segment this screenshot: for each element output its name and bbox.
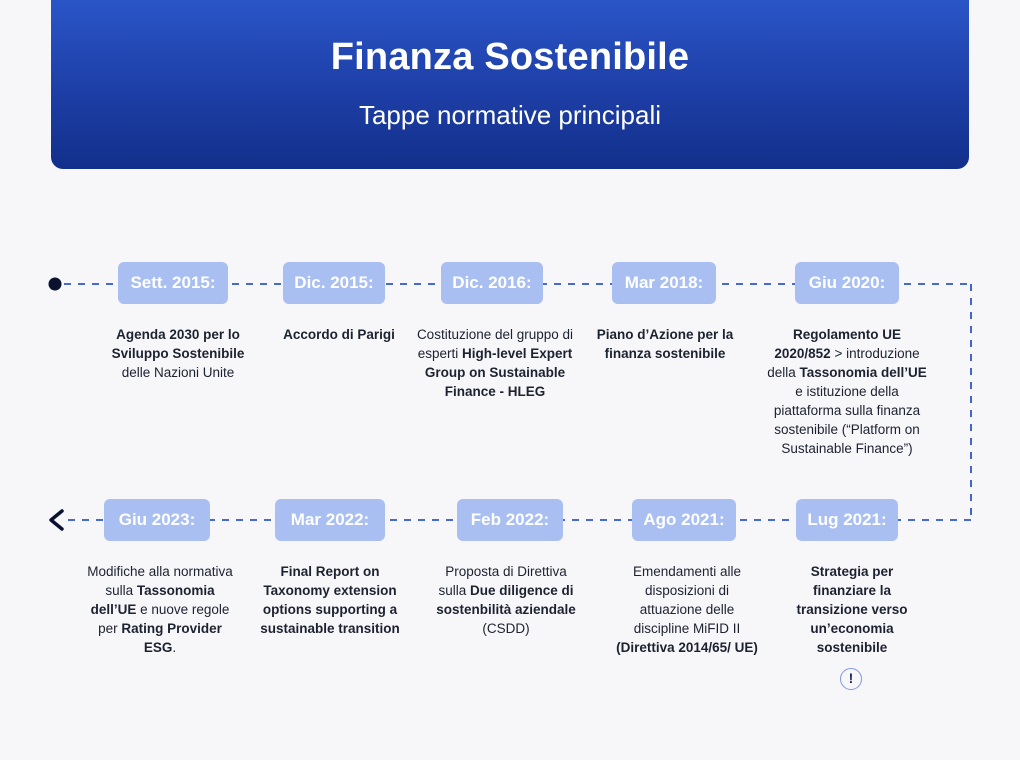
page-title: Finanza Sostenibile: [330, 36, 690, 78]
page-subtitle: Tappe normative principali: [358, 100, 662, 130]
desc-text: > introduzione della: [767, 346, 920, 380]
desc-text: e istituzione della piattaforma sulla fi…: [773, 384, 921, 456]
milestone-date-ago-2021: Ago 2021:: [632, 499, 736, 541]
desc-text: Emendamenti alle disposizioni di attuazi…: [632, 564, 742, 636]
milestone-date-feb-2022: Feb 2022:: [457, 499, 563, 541]
milestone-date-mar-2018: Mar 2018:: [612, 262, 716, 304]
desc-text: (CSDD): [482, 621, 530, 636]
desc-bold-text: Piano d’Azione per la finanza sostenibil…: [596, 327, 734, 361]
milestone-desc-mar-2018: Piano d’Azione per la finanza sostenibil…: [587, 325, 743, 363]
milestone-date-lug-2021: Lug 2021:: [796, 499, 898, 541]
desc-bold-text: High-level Expert Group on Sustainable F…: [424, 346, 573, 399]
milestone-desc-feb-2022: Proposta di Direttiva sulla Due diligenc…: [431, 562, 581, 638]
desc-bold-text: Tassonomia dell’UE: [90, 583, 215, 617]
milestone-desc-mar-2022: Final Report on Taxonomy extension optio…: [256, 562, 404, 638]
milestone-desc-giu-2020: Regolamento UE 2020/852 > introduzione d…: [763, 325, 931, 458]
desc-bold-text: Rating Provider ESG: [121, 621, 222, 655]
page-header: Finanza Sostenibile Tappe normative prin…: [51, 0, 969, 169]
desc-text: .: [172, 640, 177, 655]
desc-text: delle Nazioni Unite: [121, 365, 235, 380]
desc-bold-text: Due diligence di sostenbilità aziendale: [436, 583, 576, 617]
milestone-date-giu-2020: Giu 2020:: [795, 262, 899, 304]
desc-text: Proposta di Direttiva sulla: [438, 564, 567, 598]
milestone-desc-dic-2016: Costituzione del gruppo di esperti High-…: [416, 325, 574, 401]
milestone-date-dic-2015: Dic. 2015:: [283, 262, 385, 304]
milestone-desc-lug-2021: Strategia per finanziare la transizione …: [789, 562, 915, 657]
milestone-desc-sett-2015: Agenda 2030 per lo Sviluppo Sostenibile …: [101, 325, 255, 382]
desc-text: e nuove regole per: [98, 602, 230, 636]
desc-text: Costituzione del gruppo di esperti: [416, 327, 574, 361]
desc-bold-text: Agenda 2030 per lo Sviluppo Sostenibile: [111, 327, 245, 361]
desc-bold-text: Strategia per finanziare la transizione …: [796, 564, 908, 655]
exclamation-circle-icon[interactable]: !: [840, 668, 862, 690]
milestone-desc-ago-2021: Emendamenti alle disposizioni di attuazi…: [612, 562, 762, 657]
milestone-date-dic-2016: Dic. 2016:: [441, 262, 543, 304]
desc-bold-text: Final Report on Taxonomy extension optio…: [260, 564, 400, 636]
chevron-left-icon: [49, 509, 64, 531]
milestone-desc-dic-2015: Accordo di Parigi: [264, 325, 414, 344]
desc-text: Modifiche alla normativa sulla: [87, 564, 233, 598]
milestone-date-mar-2022: Mar 2022:: [275, 499, 385, 541]
desc-bold-text: Tassonomia dell’UE: [799, 365, 927, 380]
desc-bold-text: Regolamento UE 2020/852: [774, 327, 901, 361]
start-dot-icon: [48, 277, 62, 291]
milestone-desc-giu-2023: Modifiche alla normativa sulla Tassonomi…: [85, 562, 235, 657]
milestone-date-giu-2023: Giu 2023:: [104, 499, 210, 541]
desc-bold-text: (Direttiva 2014/65/ UE): [616, 640, 758, 655]
desc-bold-text: Accordo di Parigi: [283, 327, 395, 342]
milestone-date-sett-2015: Sett. 2015:: [118, 262, 228, 304]
